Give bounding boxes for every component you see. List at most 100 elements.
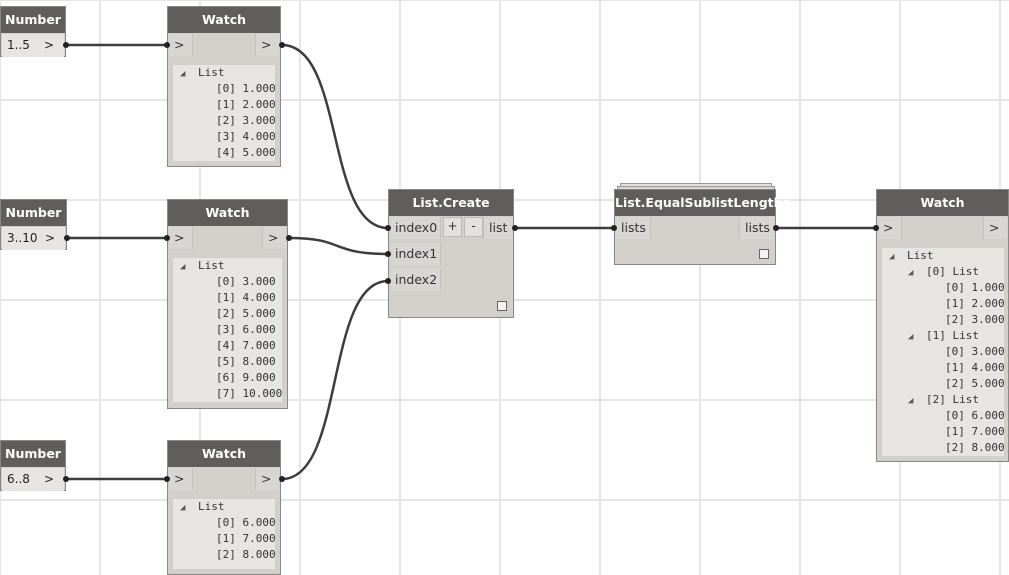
tree-group-label: [2] List <box>926 393 980 406</box>
input-port-lists[interactable]: lists <box>616 217 651 239</box>
collapse-triangle-icon[interactable]: ◢ <box>889 252 895 262</box>
index2-input-pin[interactable] <box>385 278 391 284</box>
number-node-1[interactable]: Number 1..5 > <box>0 6 66 57</box>
watch-input-port[interactable]: > <box>169 227 193 249</box>
watch-output-port[interactable]: > <box>255 468 279 490</box>
collapse-triangle-icon[interactable]: ◢ <box>908 268 914 278</box>
list-create-node[interactable]: List.Create index0 index1 index2 + - lis… <box>388 189 514 318</box>
watch-2-input-pin[interactable] <box>164 235 170 241</box>
list-item: [2] 3.000 <box>216 114 276 127</box>
input-port-index2[interactable]: index2 <box>390 269 441 291</box>
wire-watch2-index1 <box>288 236 389 256</box>
collapse-triangle-icon[interactable]: ◢ <box>908 332 914 342</box>
watch-1-output-pin[interactable] <box>279 42 285 48</box>
input-port-index1[interactable]: index1 <box>390 243 441 265</box>
number-3-output-pin[interactable] <box>63 476 69 482</box>
remove-input-button[interactable]: - <box>464 217 483 237</box>
collapse-triangle-icon[interactable]: ◢ <box>908 396 914 406</box>
watch-3-output-pin[interactable] <box>279 476 285 482</box>
tree-root[interactable]: ◢ List <box>889 248 934 264</box>
list-item: [3] 6.000 <box>216 323 276 336</box>
number-node-2[interactable]: Number 3..10 > <box>0 199 67 250</box>
index1-input-pin[interactable] <box>385 251 391 257</box>
preview-checkbox-icon[interactable] <box>497 301 507 311</box>
equal-sublist-lengths-node[interactable]: List.EqualSublistLengths lists lists <box>614 189 790 265</box>
list-output-pin[interactable] <box>512 225 518 231</box>
tree-root-label: List <box>198 500 225 513</box>
tree-root[interactable]: ◢ List <box>180 499 225 515</box>
list-item: [6] 9.000 <box>216 371 276 384</box>
number-value-field[interactable]: 6..8 > <box>2 468 64 491</box>
watch-output-port[interactable]: > <box>983 217 1007 239</box>
tree-root-label: List <box>198 66 225 79</box>
watch-input-port[interactable]: > <box>169 34 193 56</box>
output-port-label: > <box>43 38 54 52</box>
list-item: [0] 3.000 <box>216 275 276 288</box>
watch-output-port[interactable]: > <box>255 34 279 56</box>
watch-node-title[interactable]: Watch <box>168 7 280 33</box>
number-node-title[interactable]: Number <box>1 7 65 33</box>
list-item: [0] 6.000 <box>945 409 1005 422</box>
watch-output-tree: ◢ List [0] 3.000 [1] 4.000 [2] 5.000 [3]… <box>173 258 282 402</box>
list-item: [2] 8.000 <box>216 548 276 561</box>
tree-group[interactable]: ◢ [0] List <box>908 264 979 280</box>
watch-node-1[interactable]: Watch > > ◢ List [0] 1.000 [1] 2.000 [2]… <box>167 6 281 167</box>
watch-2-output-pin[interactable] <box>286 235 292 241</box>
number-node-title[interactable]: Number <box>1 200 66 226</box>
number-node-3[interactable]: Number 6..8 > <box>0 440 66 491</box>
number-value-field[interactable]: 1..5 > <box>2 34 64 57</box>
list-item: [1] 7.000 <box>945 425 1005 438</box>
number-value: 1..5 <box>7 38 30 52</box>
list-item: [1] 4.000 <box>216 291 276 304</box>
list-item: [3] 4.000 <box>216 130 276 143</box>
collapse-triangle-icon[interactable]: ◢ <box>180 262 186 272</box>
number-node-title[interactable]: Number <box>1 441 65 467</box>
input-port-index0[interactable]: index0 <box>390 217 441 239</box>
number-value: 6..8 <box>7 472 30 486</box>
number-value: 3..10 <box>7 231 38 245</box>
watch-node-2[interactable]: Watch > > ◢ List [0] 3.000 [1] 4.000 [2]… <box>167 199 288 409</box>
list-item: [4] 7.000 <box>216 339 276 352</box>
tree-root[interactable]: ◢ List <box>180 258 225 274</box>
collapse-triangle-icon[interactable]: ◢ <box>180 69 186 79</box>
output-port-list[interactable]: list <box>483 217 512 239</box>
equal-sublist-title[interactable]: List.EqualSublistLengths <box>615 190 790 216</box>
output-port-label: > <box>43 472 54 486</box>
collapse-triangle-icon[interactable]: ◢ <box>180 503 186 513</box>
add-input-button[interactable]: + <box>443 217 462 237</box>
list-item: [1] 7.000 <box>216 532 276 545</box>
list-item: [0] 1.000 <box>216 82 276 95</box>
result-watch-node[interactable]: Watch > > ◢ List ◢ [0] List [0] 1.000 [1… <box>876 189 1009 462</box>
watch-1-input-pin[interactable] <box>164 42 170 48</box>
output-port-lists[interactable]: lists <box>739 217 774 239</box>
tree-root[interactable]: ◢ List <box>180 65 225 81</box>
watch-node-title[interactable]: Watch <box>168 200 287 226</box>
list-item: [0] 6.000 <box>216 516 276 529</box>
watch-input-port[interactable]: > <box>169 468 193 490</box>
watch-node-title[interactable]: Watch <box>877 190 1008 216</box>
watch-node-title[interactable]: Watch <box>168 441 280 467</box>
lists-input-pin[interactable] <box>611 225 617 231</box>
preview-checkbox-icon[interactable] <box>759 249 769 259</box>
tree-group[interactable]: ◢ [1] List <box>908 328 979 344</box>
list-item: [2] 5.000 <box>216 307 276 320</box>
result-watch-input-pin[interactable] <box>873 225 879 231</box>
tree-group-label: [0] List <box>926 265 980 278</box>
list-item: [0] 1.000 <box>945 281 1005 294</box>
watch-node-3[interactable]: Watch > > ◢ List [0] 6.000 [1] 7.000 [2]… <box>167 440 281 575</box>
list-create-title[interactable]: List.Create <box>389 190 513 216</box>
number-2-output-pin[interactable] <box>64 235 70 241</box>
watch-input-port[interactable]: > <box>878 217 902 239</box>
watch-output-tree: ◢ List ◢ [0] List [0] 1.000 [1] 2.000 [2… <box>882 248 1005 456</box>
watch-output-port[interactable]: > <box>262 227 286 249</box>
output-port-label: > <box>44 231 55 245</box>
lists-output-pin[interactable] <box>773 225 779 231</box>
tree-group[interactable]: ◢ [2] List <box>908 392 979 408</box>
watch-3-input-pin[interactable] <box>164 476 170 482</box>
list-item: [2] 8.000 <box>945 441 1005 454</box>
index0-input-pin[interactable] <box>385 225 391 231</box>
number-value-field[interactable]: 3..10 > <box>2 227 65 250</box>
number-1-output-pin[interactable] <box>63 42 69 48</box>
list-item: [5] 8.000 <box>216 355 276 368</box>
